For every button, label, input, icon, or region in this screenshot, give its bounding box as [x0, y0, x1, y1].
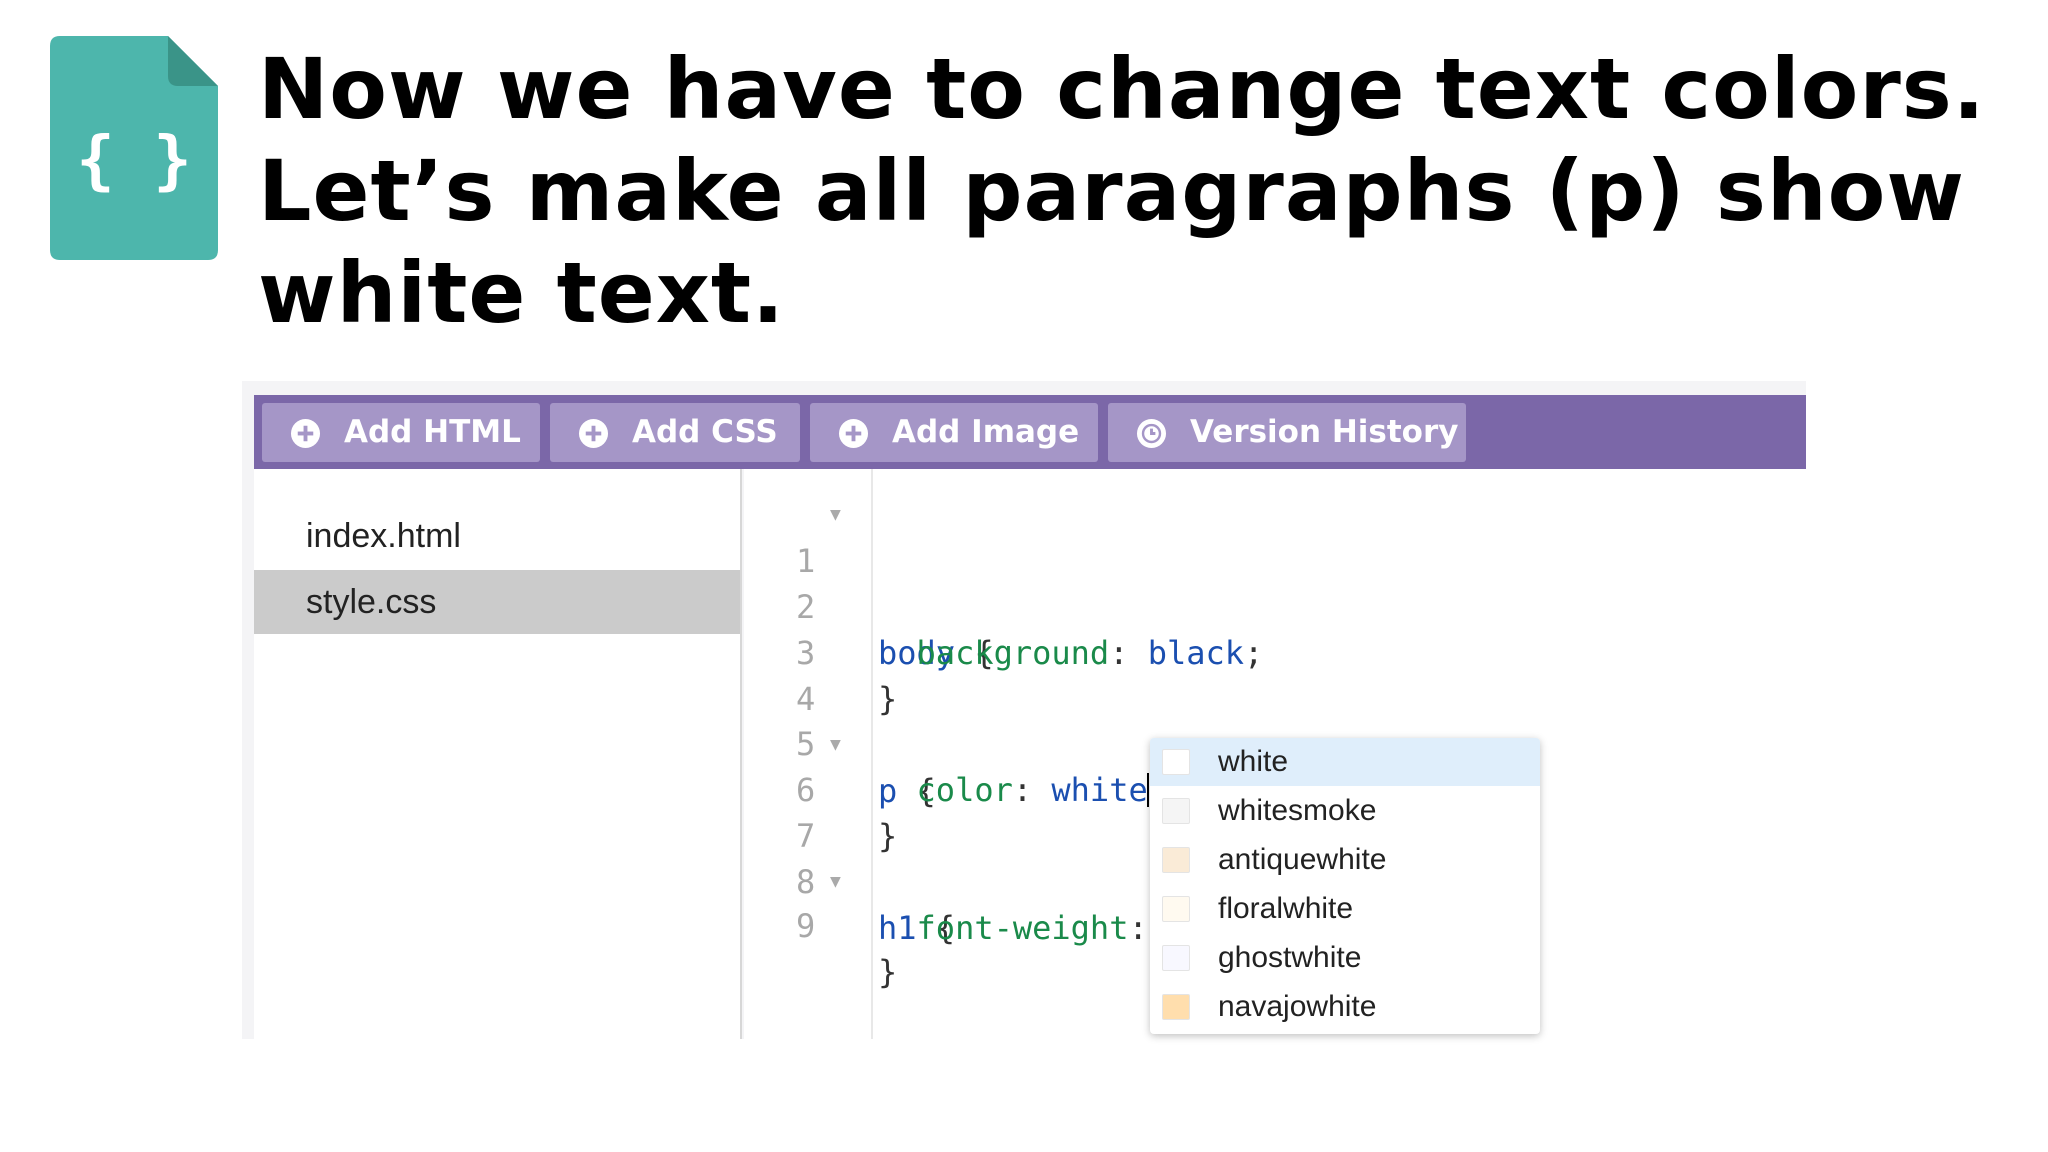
autocomplete-item-navajowhite[interactable]: navajowhite	[1150, 983, 1540, 1031]
text-cursor	[1146, 773, 1149, 807]
plus-circle-icon	[290, 418, 321, 449]
code-text: font-weight:	[916, 909, 1148, 947]
add-css-label: Add CSS	[632, 414, 778, 450]
line-number: 8	[796, 863, 816, 901]
clock-icon	[1136, 418, 1167, 449]
code-line: 9 }	[744, 857, 1806, 991]
code-editor-window: Add HTML Add CSS Add Image Version Histo…	[242, 381, 1806, 1039]
line-number: 2	[796, 588, 816, 626]
color-swatch	[1162, 847, 1190, 873]
line-number: 1	[796, 542, 816, 580]
file-item-style-css[interactable]: style.css	[254, 570, 740, 634]
code-text: h1 {	[878, 909, 956, 947]
slide-title: Now we have to change text colors. Let’s…	[258, 40, 1986, 342]
autocomplete-item-floralwhite[interactable]: floralwhite	[1150, 885, 1540, 933]
code-line: 1 ▼ body {	[744, 492, 1806, 672]
line-number: 3	[796, 634, 816, 672]
autocomplete-item-ghostwhite[interactable]: ghostwhite	[1150, 934, 1540, 982]
file-sidebar: index.html style.css	[254, 469, 742, 1039]
color-swatch	[1162, 994, 1190, 1020]
color-swatch	[1162, 896, 1190, 922]
line-number: 7	[796, 817, 816, 855]
file-code-icon: { }	[50, 36, 218, 260]
code-line: 2 background: black;	[744, 538, 1806, 672]
add-html-label: Add HTML	[344, 414, 521, 450]
code-line: 5 color: white;	[744, 675, 1806, 809]
plus-circle-icon	[578, 418, 609, 449]
line-number: 5	[796, 725, 816, 763]
file-item-index-html[interactable]: index.html	[306, 517, 461, 555]
color-swatch	[1162, 945, 1190, 971]
plus-circle-icon	[838, 418, 869, 449]
css-file-icon: { }	[50, 36, 218, 260]
version-history-label: Version History	[1190, 414, 1459, 450]
code-line: 6 }	[744, 721, 1806, 855]
code-text: body {	[878, 634, 994, 672]
code-line: 8 font-weight:	[744, 813, 1806, 947]
add-css-button[interactable]: Add CSS	[550, 403, 800, 462]
code-text: }	[878, 680, 898, 718]
autocomplete-item-antiquewhite[interactable]: antiquewhite	[1150, 836, 1540, 884]
autocomplete-label: whitesmoke	[1218, 794, 1377, 827]
gutter-divider	[871, 469, 873, 1039]
autocomplete-item-white[interactable]: white	[1150, 738, 1540, 786]
line-number: 9	[796, 907, 816, 945]
add-image-button[interactable]: Add Image	[810, 403, 1098, 462]
autocomplete-label: floralwhite	[1218, 892, 1354, 925]
autocomplete-label: antiquewhite	[1218, 843, 1387, 876]
autocomplete-item-whitesmoke[interactable]: whitesmoke	[1150, 787, 1540, 835]
line-number: 4	[796, 680, 816, 718]
code-line: 3 }	[744, 584, 1806, 718]
color-swatch	[1162, 798, 1190, 824]
code-line: 4 ▼ p {	[744, 630, 1806, 810]
svg-text:{ }: { }	[76, 124, 192, 198]
add-image-label: Add Image	[892, 414, 1080, 450]
code-text: p {	[878, 772, 936, 810]
code-text: }	[878, 817, 898, 855]
fold-arrow-icon[interactable]: ▼	[830, 871, 841, 892]
version-history-button[interactable]: Version History	[1108, 403, 1466, 462]
autocomplete-dropdown: white whitesmoke antiquewhite floralwhit…	[1150, 738, 1540, 1034]
code-line: 7 ▼ h1 {	[744, 767, 1806, 947]
autocomplete-label: ghostwhite	[1218, 941, 1362, 974]
autocomplete-label: white	[1218, 745, 1289, 778]
code-text: background: black;	[916, 634, 1264, 672]
color-swatch	[1162, 749, 1190, 775]
fold-arrow-icon[interactable]: ▼	[830, 734, 841, 755]
code-text: }	[878, 953, 898, 991]
editor-toolbar: Add HTML Add CSS Add Image Version Histo…	[254, 395, 1806, 469]
fold-arrow-icon[interactable]: ▼	[830, 504, 841, 525]
line-number: 6	[796, 771, 816, 809]
autocomplete-label: navajowhite	[1218, 990, 1377, 1023]
add-html-button[interactable]: Add HTML	[262, 403, 540, 462]
